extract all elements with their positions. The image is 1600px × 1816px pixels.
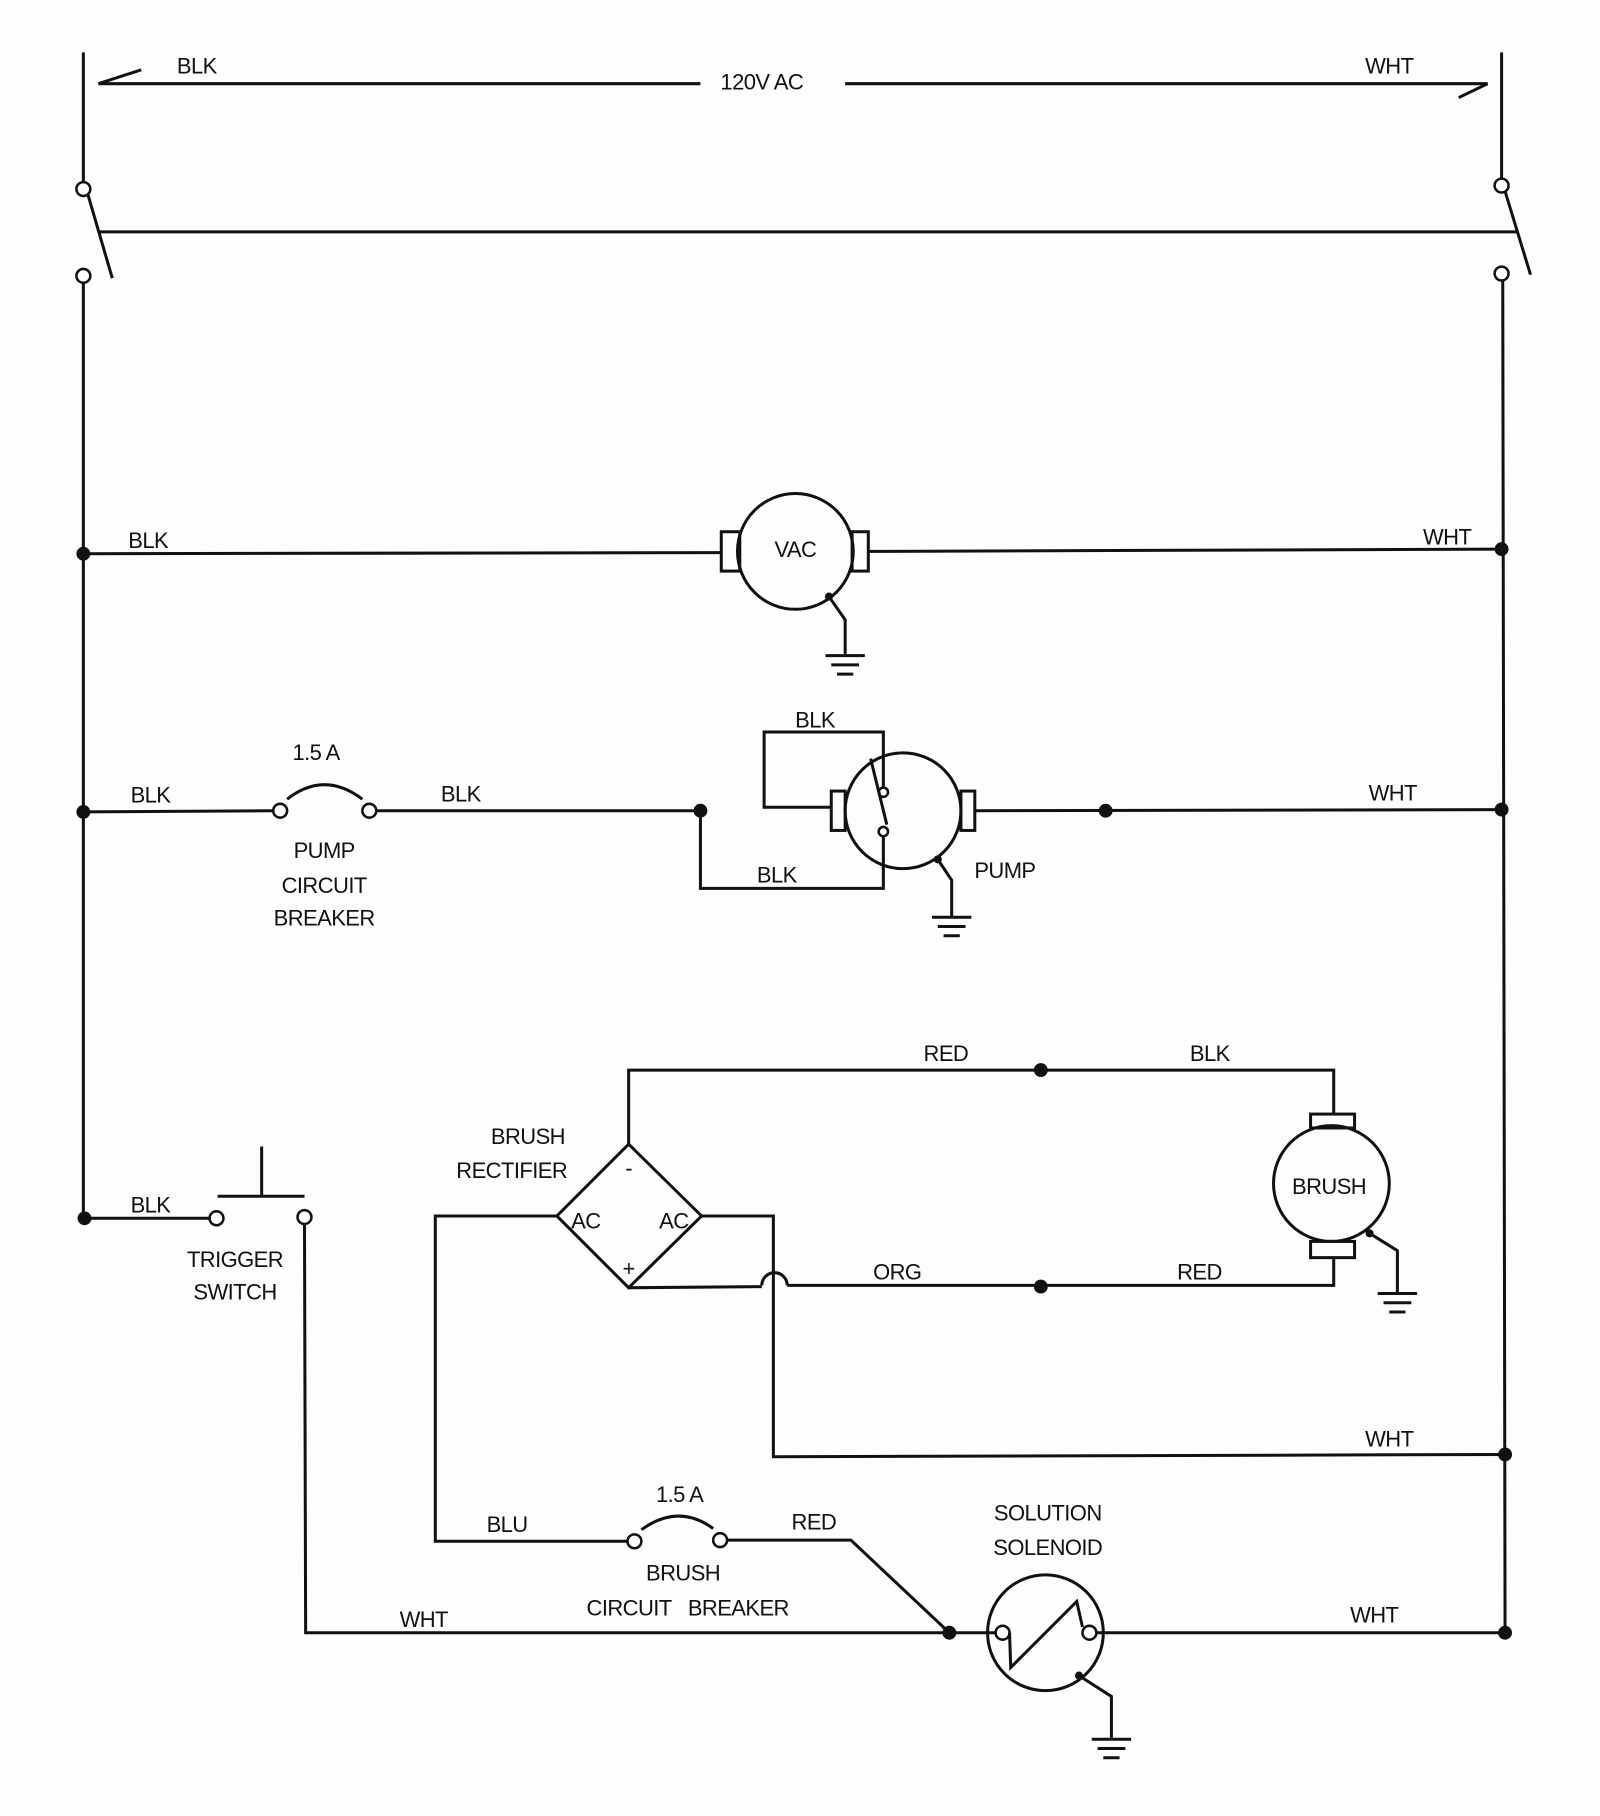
pump-breaker-label-3: BREAKER bbox=[274, 905, 375, 930]
ground-icon bbox=[931, 915, 972, 938]
brush-top-right-wire: BLK bbox=[1190, 1041, 1231, 1066]
right-rail bbox=[1501, 280, 1507, 1633]
solution-branch bbox=[433, 1214, 1513, 1760]
rectifier-ac-right: AC bbox=[659, 1209, 689, 1234]
rectifier-ac-left: AC bbox=[571, 1209, 601, 1234]
vac-right-wire-label: WHT bbox=[1423, 524, 1471, 549]
rectifier-neg: - bbox=[625, 1155, 632, 1180]
trigger-return-wire: WHT bbox=[400, 1607, 448, 1632]
rectifier-label-2: RECTIFIER bbox=[456, 1158, 567, 1183]
rectifier-pos: + bbox=[623, 1256, 635, 1281]
pump-breaker-rating: 1.5 A bbox=[292, 740, 340, 765]
trigger-switch bbox=[77, 1146, 950, 1635]
brush-bottom-right-wire: RED bbox=[1177, 1260, 1222, 1285]
trigger-label-2: SWITCH bbox=[193, 1279, 276, 1304]
solenoid-label-2: SOLENOID bbox=[993, 1535, 1102, 1560]
pump-motor-label: PUMP bbox=[974, 858, 1035, 883]
brush-bottom-left-wire: ORG bbox=[873, 1260, 921, 1285]
brush-return-wire: WHT bbox=[1365, 1426, 1413, 1451]
pump-branch bbox=[76, 730, 1509, 938]
pump-loop-top-wire-label: BLK bbox=[795, 707, 836, 732]
red-wire-label: RED bbox=[792, 1510, 837, 1535]
brush-breaker-label-1: BRUSH bbox=[646, 1561, 720, 1586]
solenoid-right-wire: WHT bbox=[1350, 1602, 1398, 1627]
supply-left-wire-label: BLK bbox=[177, 53, 218, 78]
solenoid-label-1: SOLUTION bbox=[994, 1500, 1102, 1525]
trigger-wire-label: BLK bbox=[131, 1193, 172, 1218]
brush-motor-label: BRUSH bbox=[1292, 1174, 1366, 1199]
vac-branch bbox=[76, 492, 1509, 676]
ground-icon bbox=[1091, 1737, 1132, 1760]
ground-icon bbox=[1377, 1292, 1418, 1314]
pump-breaker-label-1: PUMP bbox=[294, 838, 355, 863]
supply-arrow bbox=[97, 68, 1489, 99]
supply-voltage-label: 120V AC bbox=[720, 69, 803, 94]
pump-breaker-label-2: CIRCUIT bbox=[282, 873, 367, 898]
pump-motor bbox=[843, 751, 963, 871]
pump-right-wire-label: WHT bbox=[1369, 780, 1417, 805]
trigger-label-1: TRIGGER bbox=[187, 1247, 283, 1272]
pump-mid-wire-label: BLK bbox=[441, 782, 482, 807]
rectifier-label-1: BRUSH bbox=[491, 1124, 565, 1149]
brush-breaker-rating: 1.5 A bbox=[656, 1482, 704, 1507]
blu-wire-label: BLU bbox=[487, 1512, 528, 1537]
vac-left-wire-label: BLK bbox=[128, 528, 169, 553]
brush-branch bbox=[554, 1063, 1513, 1462]
supply-right-wire-label: WHT bbox=[1365, 53, 1413, 78]
ground-icon bbox=[825, 654, 865, 676]
brush-breaker-label-2: CIRCUIT BREAKER bbox=[587, 1595, 789, 1620]
main-switch bbox=[75, 52, 1532, 285]
pump-left-wire-label: BLK bbox=[131, 783, 172, 808]
brush-top-left-wire: RED bbox=[924, 1041, 969, 1066]
vac-motor-label: VAC bbox=[774, 537, 817, 562]
pump-loop-bottom-wire-label: BLK bbox=[757, 863, 798, 888]
